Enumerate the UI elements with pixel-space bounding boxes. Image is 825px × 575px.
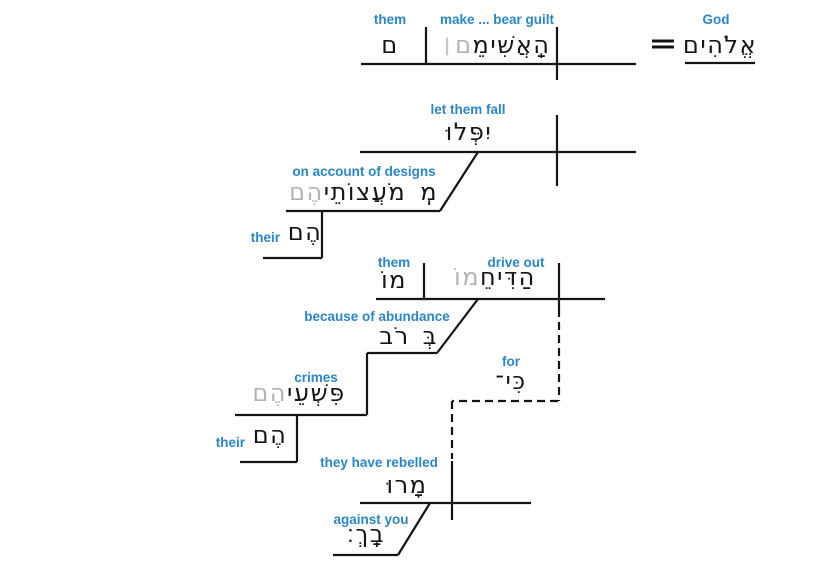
clause3-modifier-diagonal (436, 298, 479, 354)
clause3-possessive-gloss: their (215, 435, 245, 450)
clause2-modifier-diagonal (439, 151, 479, 212)
clause3-genitive-gloss: crimes (294, 370, 338, 385)
clause3-possessive-hebrew[interactable]: הֶם (252, 421, 288, 449)
clause2-possessive-gloss: their (250, 230, 280, 245)
clause3-pp-noun: רֹב (379, 322, 410, 350)
clause3-verb-suffix: מוֹ (454, 263, 480, 291)
clause4-modifier-diagonal (397, 502, 431, 556)
clause3-object-gloss: them (377, 255, 411, 270)
clause4-verb-hebrew[interactable]: מָרוּ (386, 471, 428, 499)
clause3-object-hebrew[interactable]: מוֹ (381, 266, 407, 294)
clause2-noun-suffix: הֶם (289, 178, 324, 206)
apposition-equals-sign: = (648, 29, 678, 59)
clause4-verb-gloss: they have rebelled (320, 455, 438, 470)
clause1-verb-suffix: ם (455, 31, 473, 59)
clause2-pp-noun: מֹעֲצוֹתֵיהֶם (289, 177, 406, 207)
clause4-pp-gloss: against you (333, 512, 409, 527)
clause1-verb-gloss: make ... bear guilt (439, 12, 555, 27)
clause2-verb-gloss: let them fall (430, 102, 506, 117)
clause1-object-gloss: them (373, 12, 407, 27)
clause2-noun-stem: מֹעֲצוֹתֵי (323, 178, 407, 206)
clause3-genitive-suffix: הֶם (252, 379, 287, 407)
clause3-verb-hebrew[interactable]: הַדִּיחֵמוֹ (430, 262, 560, 292)
clause2-verb-hebrew[interactable]: יִפְּלוּ (445, 118, 493, 146)
clause3-preposition: בְּ (422, 322, 438, 350)
clause1-subject-gloss: God (702, 12, 730, 27)
clause1-verb-hebrew[interactable]: הַֽאֲשִׁימֵם׀ (428, 30, 566, 60)
paseq-mark: ׀ (443, 31, 453, 59)
clause1-subject-hebrew[interactable]: אֱלֹהִים (682, 31, 758, 59)
clause2-preposition: מִֽ (420, 178, 438, 206)
clause3-verb-gloss: drive out (487, 255, 545, 270)
clause3-genitive-hebrew[interactable]: פִּשְׁעֵיהֶם (236, 378, 362, 408)
clause3-verb-stem: הַדִּיחֵ (480, 263, 536, 291)
clause2-pp-hebrew[interactable]: מִֽ מֹעֲצוֹתֵיהֶם (280, 177, 438, 207)
clause3-pp-gloss: because of abundance (304, 309, 450, 324)
clause2-pp-gloss: on account of designs (292, 164, 436, 179)
clause1-verb-stem: הַֽאֲשִׁימֵ (472, 31, 551, 59)
clause3-genitive-stem: פִּשְׁעֵי (286, 379, 346, 407)
conjunction-gloss: for (502, 354, 520, 369)
clause3-pp-hebrew[interactable]: בְּ רֹב (358, 321, 438, 351)
clause4-pp-hebrew[interactable]: בָֽךְ׃ (346, 520, 386, 548)
clause1-object-hebrew[interactable]: ם (381, 31, 399, 59)
clause2-possessive-hebrew[interactable]: הֶם (287, 218, 323, 246)
conjunction-hebrew[interactable]: כִּי־ (495, 367, 527, 395)
